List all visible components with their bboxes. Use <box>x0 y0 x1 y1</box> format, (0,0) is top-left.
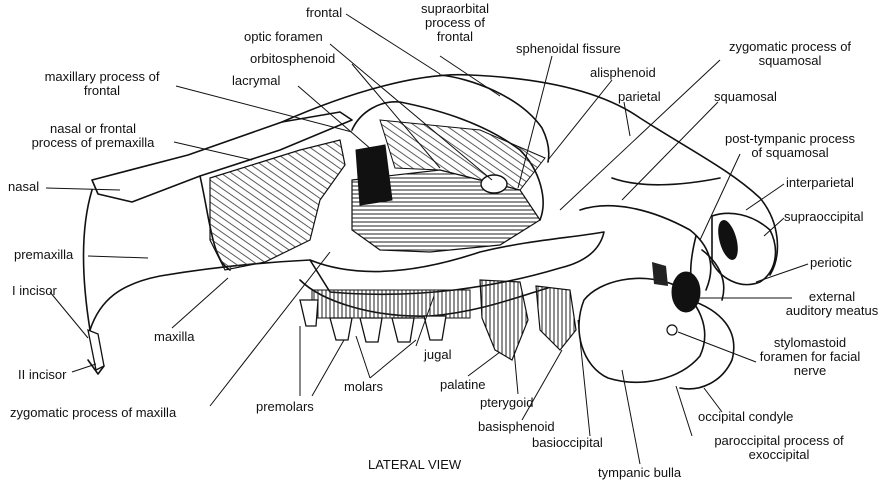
external-meatus <box>672 272 700 312</box>
label-orbitosphenoid: orbitosphenoid <box>250 52 335 66</box>
label-basioccipital: basioccipital <box>532 436 603 450</box>
label-squamosal: squamosal <box>714 90 777 104</box>
leader-zygomatic-squamosal <box>560 60 720 210</box>
label-nasal: nasal <box>8 180 39 194</box>
leader-parietal <box>624 102 630 136</box>
leader-alisphenoid <box>548 80 612 160</box>
leader-nasal <box>46 188 120 190</box>
leader-paroccipital <box>676 386 692 436</box>
label-stylomastoid-line1: stylomastoid <box>742 336 878 350</box>
periotic-dark <box>652 262 668 286</box>
label-maxilla: maxilla <box>154 330 194 344</box>
label-supraoccipital: supraoccipital <box>784 210 864 224</box>
label-molars: molars <box>344 380 383 394</box>
leader-nasal-frontal-pm <box>174 142 252 160</box>
palatine-region <box>480 280 528 360</box>
label-stylomastoid-line3: nerve <box>742 364 878 378</box>
leader-premolars-2 <box>312 340 344 396</box>
label-maxillary-frontal: maxillary process of frontal <box>22 70 182 98</box>
label-external-auditory-meatus: external auditory meatus <box>782 290 882 318</box>
label-ii-incisor: II incisor <box>18 368 66 382</box>
figure-caption: LATERAL VIEW <box>368 458 461 472</box>
parietal-suture <box>612 178 720 185</box>
leader-periotic <box>756 264 808 282</box>
label-periotic: periotic <box>810 256 852 270</box>
label-nasal-frontal-premaxilla: nasal or frontal process of premaxilla <box>10 122 176 150</box>
label-premaxilla: premaxilla <box>14 248 73 262</box>
label-maxillary-frontal-line2: frontal <box>22 84 182 98</box>
lacrymal-dark <box>356 145 392 205</box>
label-post-tympanic-line1: post-tympanic process <box>700 132 880 146</box>
label-frontal: frontal <box>306 6 342 20</box>
label-zygomatic-maxilla: zygomatic process of maxilla <box>10 406 176 420</box>
occipital-condyle <box>680 300 734 389</box>
optic-foramen <box>481 175 507 193</box>
leader-maxilla <box>172 278 228 328</box>
label-optic-foramen: optic foramen <box>244 30 323 44</box>
label-supraorbital-line1: supraorbital <box>400 2 510 16</box>
label-paroccipital: paroccipital process of exoccipital <box>684 434 874 462</box>
leader-tympanic-bulla <box>622 370 640 464</box>
stylomastoid-foramen <box>667 325 677 335</box>
leader-molars-2 <box>370 340 416 378</box>
label-pterygoid: pterygoid <box>480 396 533 410</box>
label-external-auditory-line2: auditory meatus <box>782 304 882 318</box>
leader-pterygoid <box>514 350 518 394</box>
leader-basioccipital <box>578 320 590 436</box>
molar-tooth <box>392 318 414 342</box>
label-alisphenoid: alisphenoid <box>590 66 656 80</box>
pterygoid-region <box>536 286 576 350</box>
label-nasal-frontal-premaxilla-line1: nasal or frontal <box>10 122 176 136</box>
label-i-incisor: I incisor <box>12 284 57 298</box>
leader-palatine <box>468 352 500 376</box>
label-lacrymal: lacrymal <box>232 74 280 88</box>
leader-ii-incisor <box>72 364 96 372</box>
label-palatine: palatine <box>440 378 486 392</box>
leader-i-incisor <box>50 292 88 338</box>
label-tympanic-bulla: tympanic bulla <box>598 466 681 480</box>
premolar-tooth <box>300 300 318 326</box>
label-premolars: premolars <box>256 400 314 414</box>
maxilla-honeycomb <box>210 140 345 270</box>
label-nasal-frontal-premaxilla-line2: process of premaxilla <box>10 136 176 150</box>
label-zygomatic-squamosal: zygomatic process of squamosal <box>700 40 880 68</box>
tooth-row-hatch <box>312 290 470 318</box>
label-paroccipital-line1: paroccipital process of <box>684 434 874 448</box>
supraoccipital-dark <box>715 219 741 262</box>
label-interparietal: interparietal <box>786 176 854 190</box>
label-jugal: jugal <box>424 348 451 362</box>
leader-premaxilla <box>88 256 148 258</box>
label-post-tympanic: post-tympanic process of squamosal <box>700 132 880 160</box>
label-supraorbital-line3: frontal <box>400 30 510 44</box>
leader-zygomatic-maxilla <box>210 252 330 406</box>
paroccipital-process <box>702 250 724 300</box>
molar-tooth <box>360 318 382 342</box>
label-supraorbital: supraorbital process of frontal <box>400 2 510 44</box>
label-stylomastoid: stylomastoid foramen for facial nerve <box>742 336 878 378</box>
label-parietal: parietal <box>618 90 661 104</box>
label-paroccipital-line2: exoccipital <box>684 448 874 462</box>
label-occipital-condyle: occipital condyle <box>698 410 793 424</box>
molar-tooth <box>424 316 446 340</box>
label-zygomatic-squamosal-line2: squamosal <box>700 54 880 68</box>
label-sphenoidal-fissure: sphenoidal fissure <box>516 42 621 56</box>
label-basisphenoid: basisphenoid <box>478 420 555 434</box>
label-zygomatic-squamosal-line1: zygomatic process of <box>700 40 880 54</box>
molar-tooth <box>330 318 352 340</box>
label-maxillary-frontal-line1: maxillary process of <box>22 70 182 84</box>
label-stylomastoid-line2: foramen for facial <box>742 350 878 364</box>
label-post-tympanic-line2: of squamosal <box>700 146 880 160</box>
leader-maxillary-frontal <box>176 86 352 132</box>
label-external-auditory-line1: external <box>782 290 882 304</box>
label-supraorbital-line2: process of <box>400 16 510 30</box>
